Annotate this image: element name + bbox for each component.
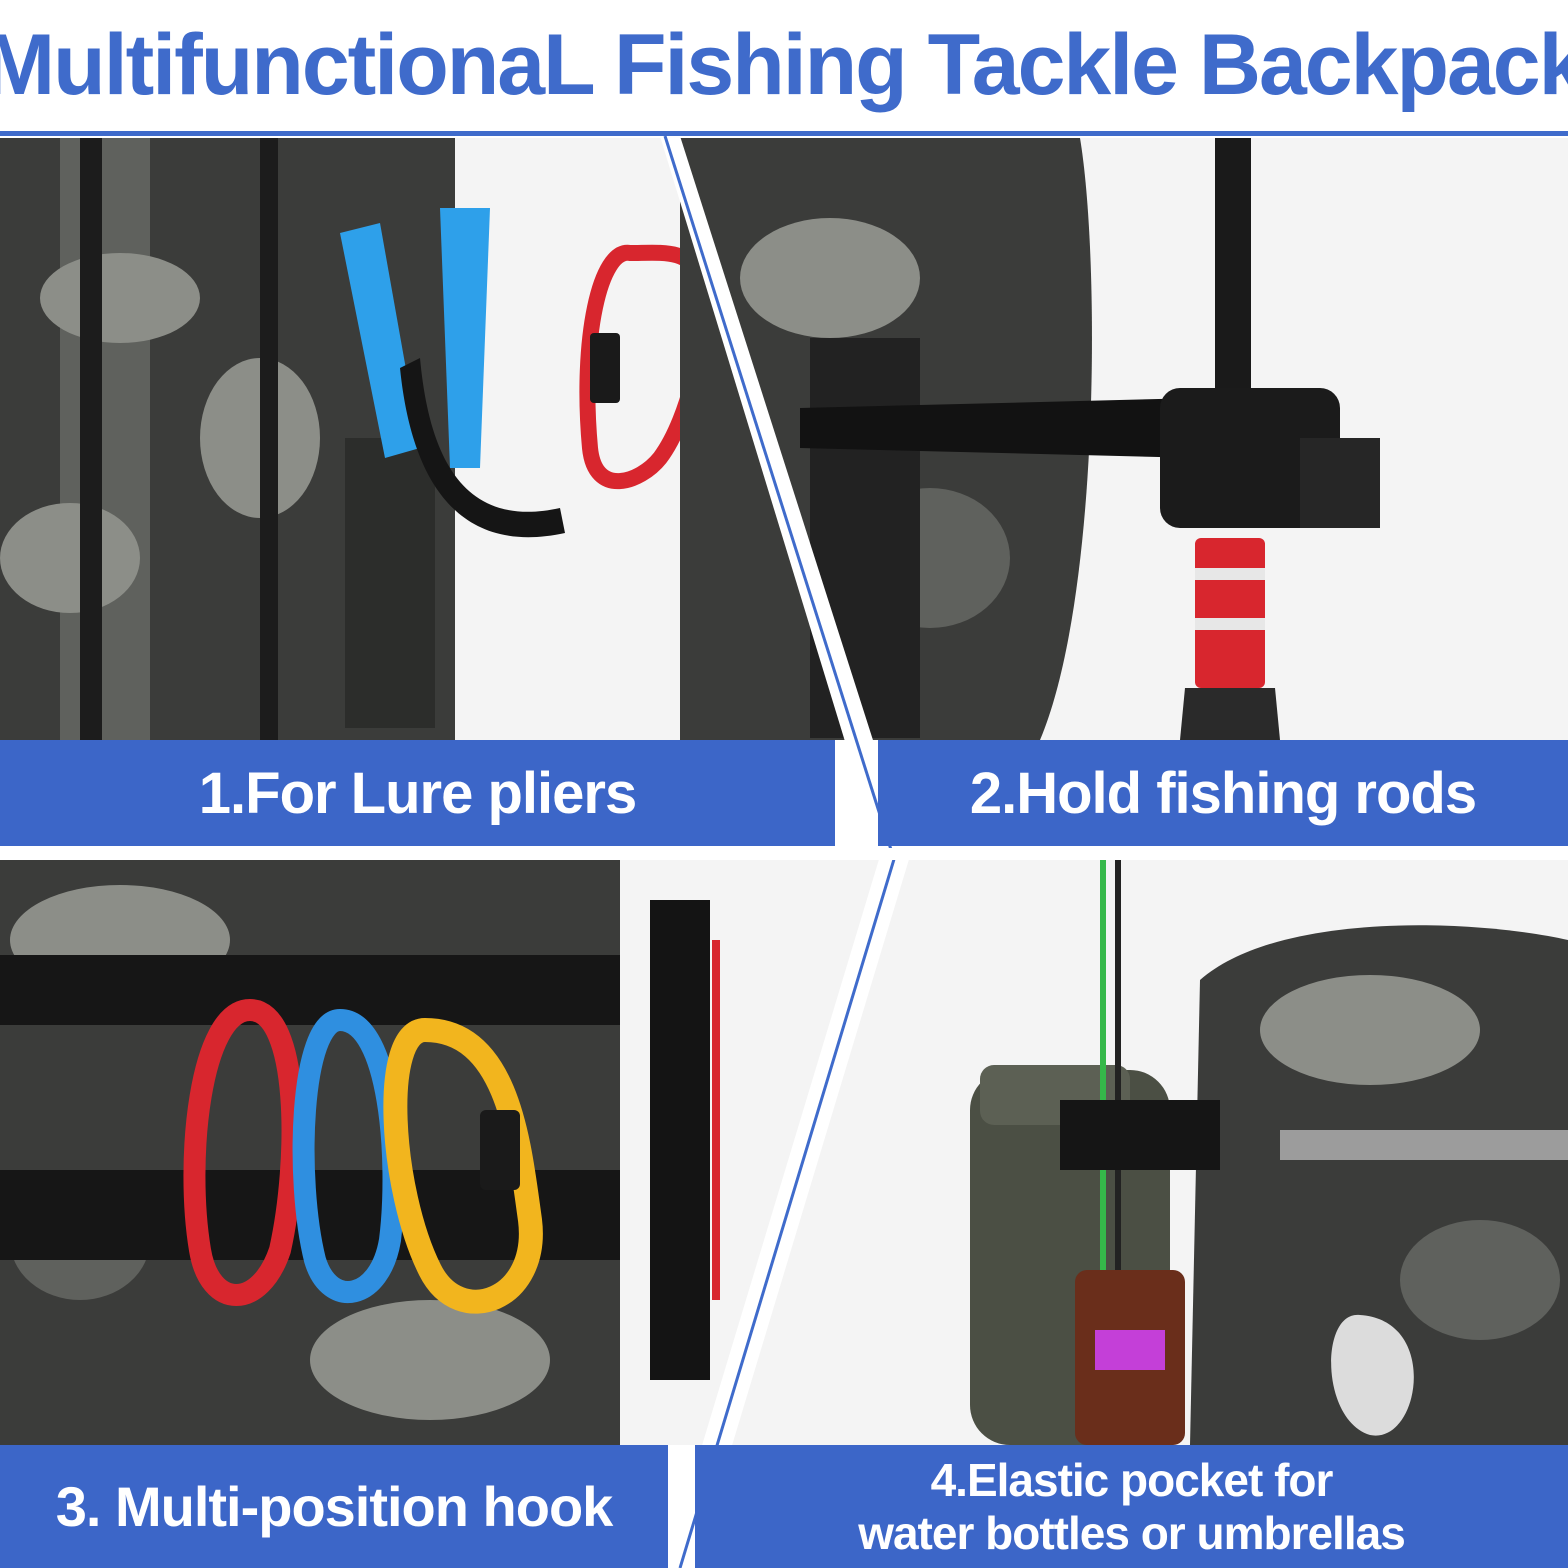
page-title: MultifunctionaL Fishing Tackle Backpack [0, 16, 1568, 113]
bottle-pocket-illustration [720, 860, 1568, 1445]
caption-lure-pliers: 1.For Lure pliers [198, 760, 637, 826]
caption-multi-position-hook: 3. Multi-position hook [55, 1475, 614, 1538]
caption-banner-elastic-pocket: 4.Elastic pocket for water bottles or um… [695, 1445, 1568, 1568]
caption-banner-lure-pliers: 1.For Lure pliers [0, 740, 835, 846]
rod-holder-illustration [680, 138, 1568, 740]
caption-elastic-pocket-line1: 4.Elastic pocket for [930, 1453, 1334, 1506]
caption-fishing-rods: 2.Hold fishing rods [969, 760, 1477, 826]
panel-fishing-rods-photo [680, 138, 1568, 740]
caption-banner-multi-position-hook: 3. Multi-position hook [0, 1445, 668, 1568]
title-underline [0, 131, 1568, 136]
panel-elastic-pocket-photo [720, 860, 1568, 1445]
caption-elastic-pocket-line2: water bottles or umbrellas [858, 1506, 1406, 1559]
caption-banner-fishing-rods: 2.Hold fishing rods [878, 740, 1568, 846]
